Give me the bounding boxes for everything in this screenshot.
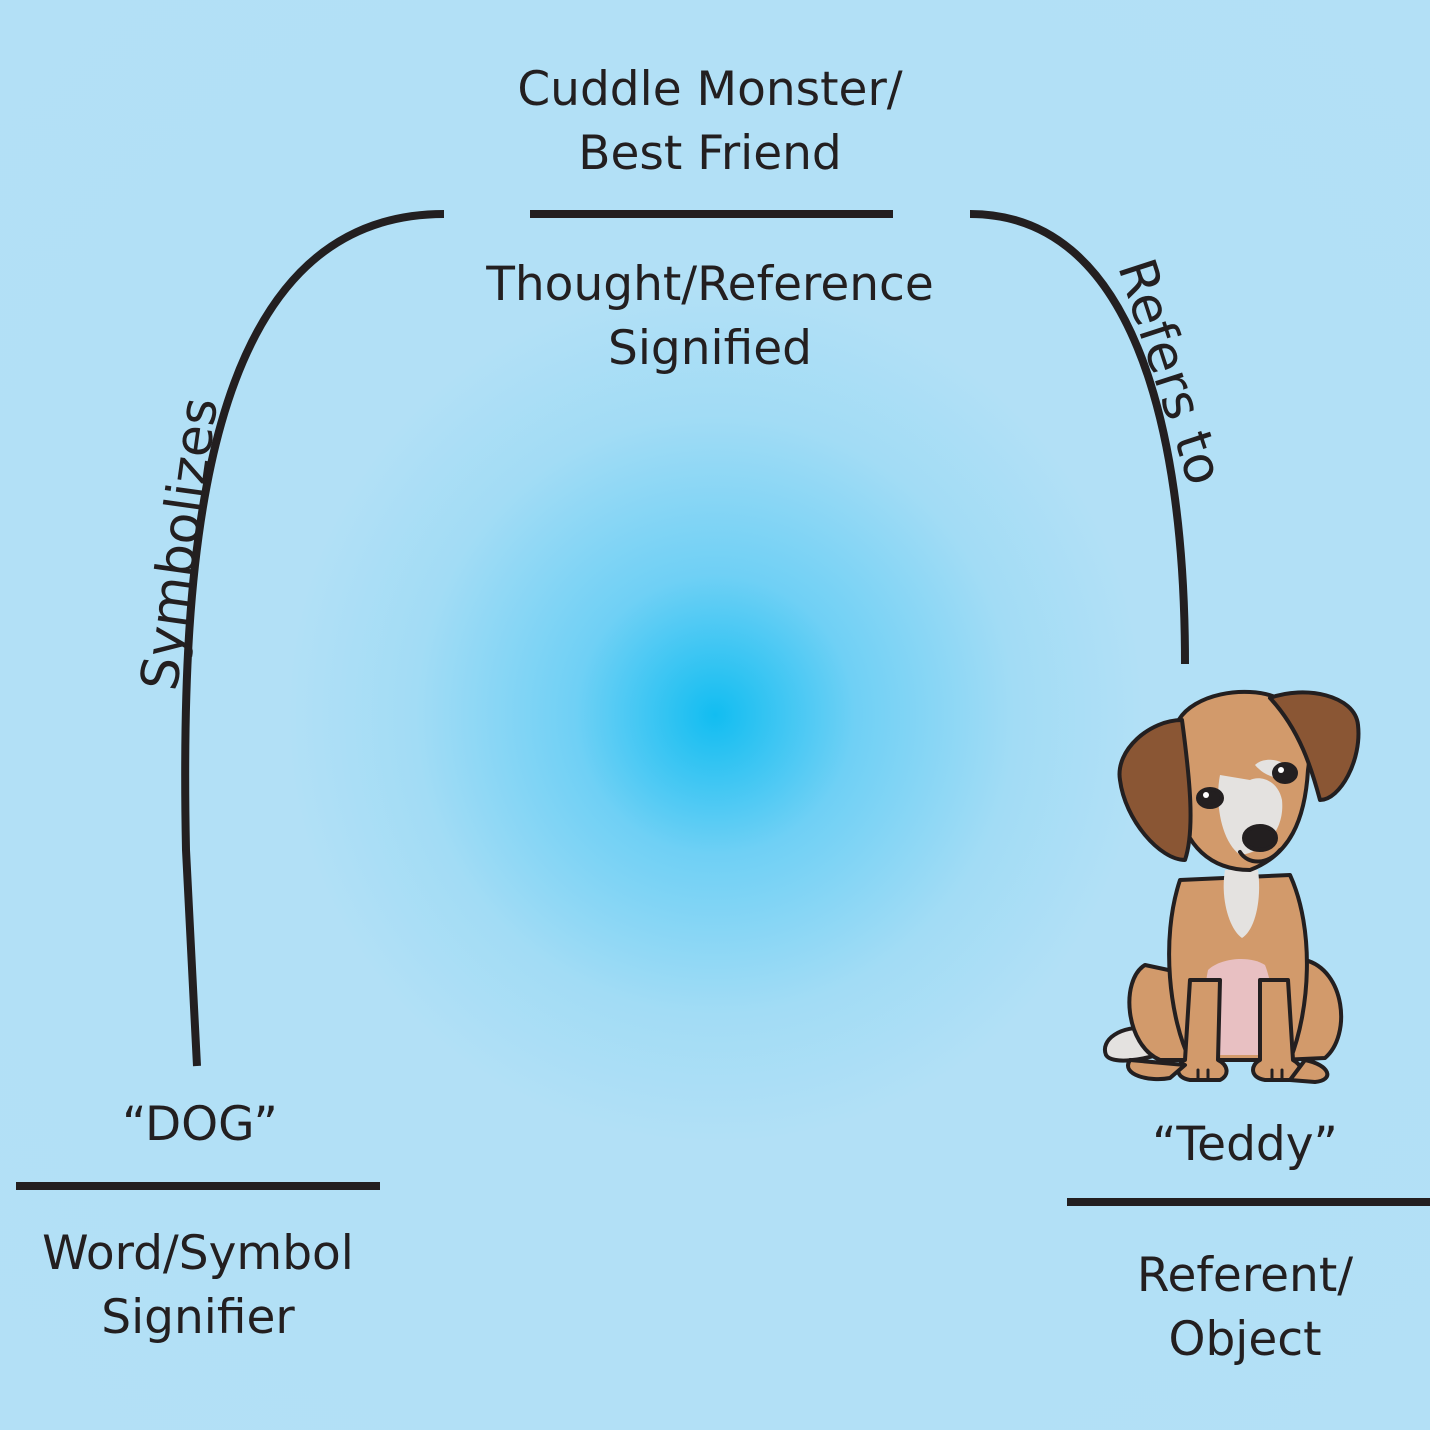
top-node-above: Cuddle Monster/ Best Friend [450, 58, 970, 186]
top-above-line-1: Cuddle Monster/ [517, 62, 903, 117]
top-above-line-2: Best Friend [578, 126, 842, 181]
top-node-below: Thought/Reference Signified [440, 253, 980, 381]
refers-to-arc [969, 210, 1189, 665]
right-node-below: Referent/ Object [1090, 1244, 1400, 1372]
right-below-line-2: Object [1168, 1312, 1322, 1367]
right-below-line-1: Referent/ [1136, 1248, 1354, 1303]
symbolizes-arc [181, 210, 445, 1067]
dog-illustration-icon [1102, 689, 1361, 1084]
top-below-line-2: Signified [608, 321, 812, 376]
right-node-above: “Teddy” [1152, 1117, 1338, 1172]
left-below-line-2: Signifier [101, 1290, 295, 1345]
left-below-line-1: Word/Symbol [42, 1226, 354, 1281]
left-node-below: Word/Symbol Signifier [18, 1222, 378, 1350]
top-below-line-1: Thought/Reference [486, 257, 934, 312]
left-node-above: “DOG” [122, 1097, 278, 1152]
